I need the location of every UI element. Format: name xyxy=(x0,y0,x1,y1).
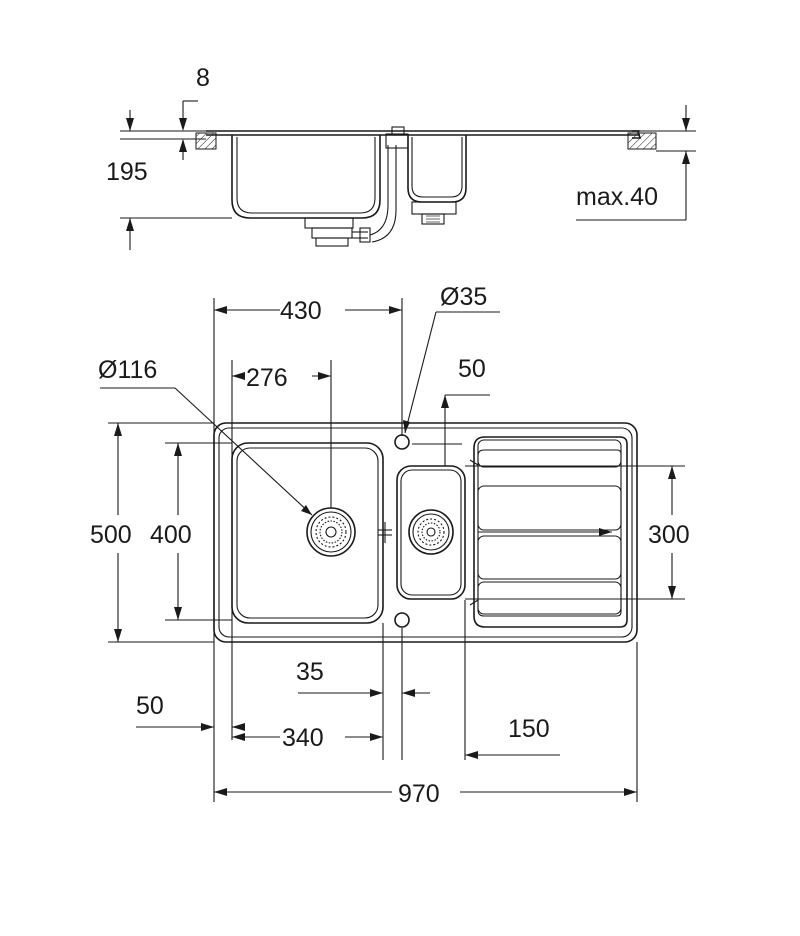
dim-tap-hole-offset: 50 xyxy=(458,355,486,383)
main-waste xyxy=(306,507,356,557)
second-waste xyxy=(408,509,454,555)
overflow-hole xyxy=(394,612,410,628)
dim-tap-hole-position: 430 xyxy=(280,297,322,325)
dim-main-bowl-depth: 400 xyxy=(150,521,192,549)
dim-overall-width: 970 xyxy=(398,780,440,808)
dim-bowl-gap: 35 xyxy=(296,658,324,686)
dim-main-bowl-width: 340 xyxy=(282,724,324,752)
dim-waste-position: 276 xyxy=(246,364,288,392)
dim-bowl-depth: 195 xyxy=(106,158,148,186)
dim-second-bowl-depth: 300 xyxy=(648,521,690,549)
second-bowl xyxy=(396,465,466,600)
second-bowl-profile xyxy=(407,135,467,203)
dim-drainer-width: 150 xyxy=(508,715,550,743)
drainer xyxy=(469,436,628,628)
main-waste-fitting xyxy=(304,217,354,229)
dim-tap-hole-diameter: Ø35 xyxy=(440,283,487,311)
second-waste-fitting xyxy=(411,201,457,215)
worktop-section-right xyxy=(627,132,657,150)
dim-rim-thickness: 8 xyxy=(196,64,210,92)
dim-max-worktop: max.40 xyxy=(576,183,658,211)
dim-edge-offset: 50 xyxy=(136,692,164,720)
tap-hole xyxy=(394,434,410,450)
side-view: 8 195 max.40 xyxy=(106,64,696,250)
overflow-pipe xyxy=(369,145,389,236)
dim-overall-depth: 500 xyxy=(90,521,132,549)
dim-waste-diameter: Ø116 xyxy=(98,356,157,384)
top-view: 430 276 Ø116 Ø35 50 500 xyxy=(90,283,690,808)
main-bowl-profile xyxy=(231,135,381,219)
worktop-section-left xyxy=(195,132,217,150)
